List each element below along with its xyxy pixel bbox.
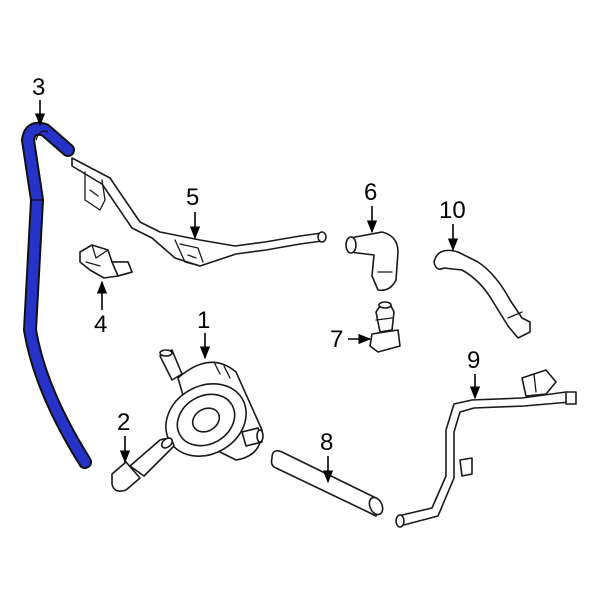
callout-label-3: 3 [32,74,45,101]
callout-3: 3 [32,74,45,127]
callout-10: 10 [439,197,466,252]
callout-4: 4 [94,280,107,338]
part-6-elbow-hose[interactable] [345,231,399,292]
callout-9: 9 [467,347,480,400]
callout-8: 8 [320,429,333,484]
callout-label-2: 2 [117,409,130,436]
callout-label-1: 1 [197,307,210,334]
part-4-clip[interactable] [79,244,133,279]
callout-6: 6 [364,179,377,234]
callout-label-5: 5 [186,184,199,211]
part-5-tube[interactable] [71,157,327,267]
callout-1: 1 [197,307,210,360]
callout-label-4: 4 [94,311,107,338]
callout-label-8: 8 [320,429,333,456]
part-1-oil-cooler[interactable] [153,349,264,470]
part-10-hose[interactable] [433,249,531,339]
part-2-connector[interactable] [111,436,175,492]
part-7-fitting[interactable] [369,301,401,353]
callout-label-9: 9 [467,347,480,374]
part-8-hose[interactable] [270,450,386,517]
part-3-hose[interactable] [21,121,92,469]
callout-label-6: 6 [364,179,377,206]
callout-label-10: 10 [439,197,466,224]
callout-2: 2 [117,409,130,464]
callout-5: 5 [186,184,201,240]
callout-label-7: 7 [330,326,343,353]
callout-7: 7 [330,326,372,353]
part-9-tube[interactable] [395,369,577,528]
